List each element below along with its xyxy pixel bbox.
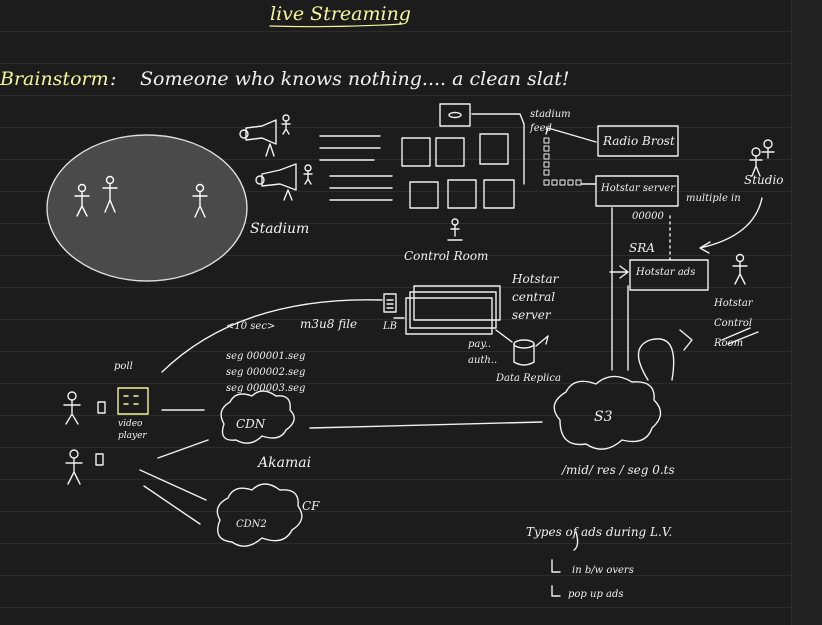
ten-sec-label: <10 sec> — [226, 321, 276, 332]
server-to-s3-line — [611, 207, 629, 371]
hotstar-control-room-label: Hotstar Control Room — [714, 298, 753, 349]
radio-broadcast-box — [597, 125, 679, 157]
video-player-label: video player — [118, 419, 147, 441]
ads-bullet-2 — [551, 585, 561, 597]
cdn2-cloud — [216, 483, 303, 547]
camera-icon-2 — [255, 163, 313, 201]
camera-icon-1 — [239, 114, 291, 157]
hotstar-ads-box — [629, 259, 709, 291]
control-room-person — [447, 218, 463, 241]
title-underline — [269, 23, 403, 28]
ads-type-2: pop up ads — [568, 589, 624, 600]
crowd-person-2 — [102, 175, 118, 213]
poll-label: poll — [114, 361, 133, 372]
stadium-feed-connector — [471, 113, 525, 185]
ads-type-1: in b/w overs — [572, 565, 634, 576]
stadium-label: Stadium — [250, 221, 310, 237]
multiple-in-label: multiple in — [686, 193, 741, 204]
s3-loop — [637, 329, 693, 381]
feed-to-servers — [545, 127, 597, 185]
cf-label: CF — [302, 499, 320, 513]
cdn2-label: CDN2 — [236, 519, 267, 530]
brainstorm-text: Someone who knows nothing.... a clean sl… — [140, 68, 570, 90]
feed-dots — [543, 137, 582, 186]
sketch-drawing — [46, 23, 775, 597]
control-room-scribble — [721, 327, 759, 345]
viewer-to-cdn-lines — [139, 409, 209, 525]
segment-1-label: seg 000001.seg — [226, 351, 306, 362]
segment-3-label: seg 000003.seg — [226, 383, 306, 394]
feed-lines — [319, 135, 393, 201]
monitor-grid — [401, 103, 515, 209]
lb-icon — [383, 293, 397, 313]
phone-icon-2 — [95, 453, 104, 466]
hotstar-server-box — [595, 175, 679, 207]
crowd-person-1 — [74, 183, 90, 217]
akamai-label: Akamai — [258, 455, 312, 471]
studio-label: Studio — [744, 173, 784, 187]
cdn-cloud — [220, 390, 295, 444]
video-player-icon — [117, 387, 149, 415]
crowd-ellipse — [46, 134, 248, 282]
studio-person — [749, 139, 775, 177]
hotstar-central-server-label: Hotstar central server — [512, 272, 559, 322]
central-server-stack — [405, 285, 501, 335]
auth-label: auth.. — [468, 355, 498, 366]
data-replica-label: Data Replica — [496, 373, 561, 384]
brainstorm-label: Brainstorm — [0, 68, 109, 90]
zeros-label: 00000 — [632, 211, 664, 222]
data-replica-cylinder — [513, 339, 535, 366]
ads-arrow — [609, 265, 629, 279]
cdn-label: CDN — [236, 417, 266, 431]
s3-cloud — [553, 375, 662, 450]
phone-icon-1 — [97, 401, 106, 414]
lb-label: LB — [383, 321, 397, 332]
viewer-1 — [63, 391, 81, 425]
page-title: live Streaming — [270, 3, 411, 25]
pay-label: pay.. — [468, 339, 492, 350]
replica-arrows — [495, 329, 549, 347]
m3u8-file-label: m3u8 file — [300, 317, 358, 331]
control-room-label: Control Room — [404, 249, 489, 263]
hotstar-ads-label: Hotstar ads — [636, 267, 696, 278]
stadium-feed-label: stadium feed — [530, 109, 571, 134]
ads-title-hook — [573, 531, 579, 551]
viewer-2 — [65, 449, 83, 485]
vertical-scrollbar[interactable] — [791, 0, 822, 625]
segment-2-label: seg 000002.seg — [226, 367, 306, 378]
studio-arrow — [699, 197, 763, 254]
ads-types-title: Types of ads during L.V. — [526, 525, 673, 539]
radio-broadcast-label: Radio Brost — [603, 134, 675, 148]
poll-curve — [161, 299, 383, 373]
ads-bullet-1 — [551, 559, 561, 573]
s3-label: S3 — [594, 409, 613, 425]
hotstar-control-room-person — [732, 253, 748, 285]
brainstorm-colon: : — [110, 68, 117, 90]
hotstar-server-label: Hotstar server — [601, 183, 676, 194]
sra-label: SRA — [629, 241, 655, 255]
crowd-person-3 — [192, 183, 208, 218]
s3-path-label: /mid/ res / seg 0.ts — [562, 463, 675, 477]
cdn-to-s3-line — [309, 421, 543, 429]
